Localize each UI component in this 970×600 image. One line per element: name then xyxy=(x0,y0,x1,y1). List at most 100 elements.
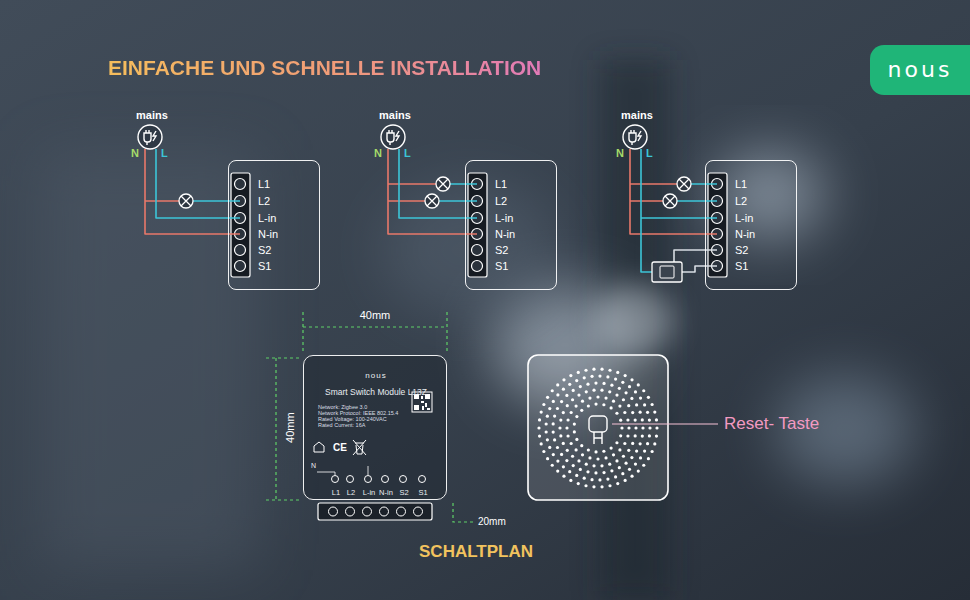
bar-screw xyxy=(363,507,372,516)
speaker-dot xyxy=(604,396,607,399)
terminal-label: L2 xyxy=(495,195,507,208)
terminal-label: L-in xyxy=(363,488,376,497)
speaker-dot xyxy=(562,411,565,414)
wire-label: N xyxy=(374,147,382,160)
speaker-dot xyxy=(559,418,562,421)
bolt-glyph xyxy=(638,131,641,141)
depth-dimension xyxy=(453,503,474,522)
speaker-dot xyxy=(565,426,568,429)
speaker-dot xyxy=(648,426,651,429)
speaker-dot xyxy=(592,389,595,392)
speaker-dot xyxy=(562,442,565,445)
speaker-dot xyxy=(537,426,540,429)
terminal-screw xyxy=(235,179,246,190)
terminal-label: S2 xyxy=(735,244,748,257)
speaker-dot xyxy=(628,385,631,388)
speaker-dot xyxy=(566,449,569,452)
bar-screw xyxy=(380,507,389,516)
lamp-symbol xyxy=(179,194,193,208)
lamp-symbol xyxy=(663,194,677,208)
speaker-dot xyxy=(651,450,654,453)
speaker-dot xyxy=(598,374,601,377)
front-terminal xyxy=(419,476,426,483)
speaker-dot xyxy=(606,477,609,480)
speaker-dot xyxy=(616,482,619,485)
speaker-dot xyxy=(602,382,605,385)
speaker-dot xyxy=(592,485,595,488)
neutral-wire xyxy=(630,149,717,234)
speaker-dot xyxy=(631,411,634,414)
mains-label: mains xyxy=(379,109,411,122)
terminal-label: L-in xyxy=(258,212,276,225)
speaker-dot xyxy=(610,406,613,409)
speaker-dot xyxy=(624,374,627,377)
speaker-dot xyxy=(634,434,637,437)
speaker-dot xyxy=(651,403,654,406)
switch-body xyxy=(652,262,682,282)
strip-body xyxy=(468,173,487,277)
speaker-dot xyxy=(615,459,618,462)
qr-cell xyxy=(414,405,419,410)
speaker-dot xyxy=(553,438,556,441)
terminal-label: N-in xyxy=(735,228,755,241)
front-terminal xyxy=(332,476,339,483)
speaker-dot xyxy=(653,442,656,445)
terminal-screws xyxy=(235,179,246,272)
terminal-strips xyxy=(231,173,727,277)
logo-text: nous xyxy=(888,57,953,83)
bar-screw xyxy=(397,507,406,516)
speaker-dot xyxy=(642,464,645,467)
speaker-dot xyxy=(610,469,613,472)
speaker-dot xyxy=(545,430,548,433)
speaker-dot xyxy=(614,475,617,478)
terminal-label: L1 xyxy=(735,178,747,191)
speaker-dot xyxy=(546,396,549,399)
speaker-dot xyxy=(572,389,575,392)
speaker-dot xyxy=(574,448,577,451)
speaker-dot xyxy=(618,387,621,390)
speaker-dot xyxy=(538,434,541,437)
terminal-label: L-in xyxy=(735,212,753,225)
speaker-dot xyxy=(585,463,588,466)
speaker-dot xyxy=(641,418,644,421)
mains-label: mains xyxy=(136,109,168,122)
speaker-dot xyxy=(565,394,568,397)
speaker-dot xyxy=(642,389,645,392)
speaker-dot xyxy=(600,485,603,488)
speaker-dot xyxy=(552,422,555,425)
terminal-label: N-in xyxy=(495,228,515,241)
strip-body xyxy=(708,173,727,277)
dimension-label: 40mm xyxy=(360,309,391,322)
speaker-dot xyxy=(556,407,559,410)
terminal-label: L1 xyxy=(332,488,340,497)
speaker-dot xyxy=(560,453,563,456)
speaker-dot xyxy=(648,418,651,421)
speaker-dot xyxy=(583,477,586,480)
speaker-dot xyxy=(626,418,629,421)
speaker-dot xyxy=(559,434,562,437)
speaker-dot xyxy=(542,403,545,406)
speaker-dot xyxy=(592,464,595,467)
plug-circle xyxy=(138,125,162,149)
plug-icon xyxy=(138,125,162,149)
terminal-module: L1L2L-inN-inS2S1 xyxy=(705,160,797,290)
speaker-dot xyxy=(596,457,599,460)
switch-rocker xyxy=(660,266,674,278)
terminal-label: N-in xyxy=(258,228,278,241)
speaker-dot xyxy=(558,426,561,429)
spec-text: Rated Current: 16A xyxy=(318,422,365,429)
callout-label: Reset- Taste xyxy=(724,414,819,434)
speaker-dot xyxy=(572,464,575,467)
speaker-dot xyxy=(545,422,548,425)
wiring xyxy=(145,149,717,272)
speaker-dot xyxy=(566,434,569,437)
speaker-dot xyxy=(634,462,637,465)
ce-mark: CE xyxy=(333,442,347,454)
speaker-dot xyxy=(619,434,622,437)
speaker-dot xyxy=(615,412,618,415)
reset-button xyxy=(589,416,607,432)
speaker-dot xyxy=(612,453,615,456)
speaker-dot xyxy=(577,393,580,396)
front-terminal xyxy=(382,476,389,483)
speaker-dot xyxy=(560,400,563,403)
